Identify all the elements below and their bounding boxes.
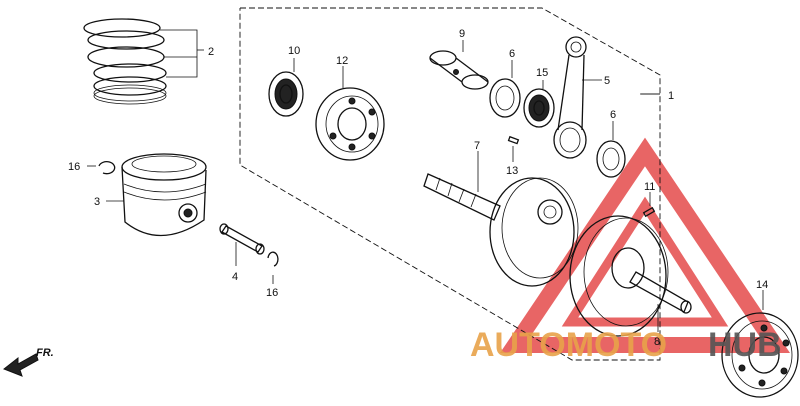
crank-key — [642, 192, 656, 218]
thrust-washers — [489, 60, 626, 178]
piston-rings — [83, 18, 204, 105]
callout-6a: 6 — [509, 48, 515, 60]
direction-arrow-icon — [3, 353, 39, 377]
connecting-rod — [553, 36, 602, 159]
callout-11: 11 — [644, 181, 655, 193]
svg-text:AUTOMOTO: AUTOMOTO — [470, 326, 667, 364]
callout-5: 5 — [604, 75, 610, 87]
crank-pin — [429, 40, 489, 90]
callout-16b: 16 — [266, 287, 278, 299]
callout-6b: 6 — [610, 109, 616, 121]
woodruff-key — [507, 135, 520, 162]
callout-8: 8 — [654, 336, 660, 348]
ball-bearing-14 — [721, 290, 799, 398]
callout-16a: 16 — [68, 161, 80, 173]
svg-text:HUB: HUB — [708, 326, 782, 364]
direction-label: FR. — [36, 347, 54, 359]
piston — [106, 153, 207, 237]
piston-pin — [219, 223, 265, 266]
callout-labels: 1 2 3 4 5 6 6 7 8 9 10 11 12 13 14 15 16… — [68, 28, 768, 348]
callout-13: 13 — [506, 165, 518, 177]
callout-12: 12 — [336, 55, 348, 67]
needle-bearing-10 — [268, 58, 304, 117]
watermark-logo — [499, 137, 791, 353]
callout-14: 14 — [756, 279, 768, 291]
callout-2: 2 — [208, 46, 214, 58]
callout-1: 1 — [668, 90, 674, 102]
callout-7: 7 — [474, 140, 480, 152]
ball-bearing-12 — [315, 66, 385, 161]
crankshaft-right — [569, 215, 692, 337]
callout-9: 9 — [459, 28, 465, 40]
needle-bearing-15 — [523, 80, 555, 128]
callout-3: 3 — [94, 196, 100, 208]
callout-15: 15 — [536, 67, 548, 79]
piston-pin-clips — [87, 161, 279, 284]
callout-4: 4 — [232, 271, 238, 283]
callout-10: 10 — [288, 45, 300, 57]
crankshaft-left — [423, 151, 579, 287]
watermark-text: AUTOMOTO HUB — [470, 326, 782, 364]
